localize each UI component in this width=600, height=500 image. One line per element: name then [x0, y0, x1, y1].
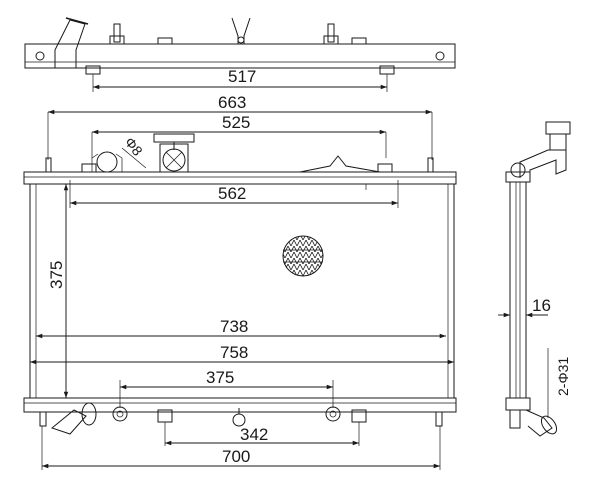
dimension-label: 562	[218, 184, 246, 203]
dimension-562: 562	[69, 180, 399, 208]
cap-diameter-callout: Φ8	[122, 134, 147, 169]
dimension-342: 342	[164, 422, 360, 446]
core-mesh-symbol	[282, 235, 324, 277]
dimension-label: Φ8	[122, 134, 146, 159]
dimension-375-bottom: 375	[119, 368, 334, 408]
dimension-758: 758	[29, 343, 454, 365]
dimension-738: 738	[36, 317, 446, 339]
dimension-label: 738	[220, 317, 248, 336]
dimension-label: 525	[222, 113, 250, 132]
outlet-pipe	[50, 402, 97, 435]
filler-cap	[153, 133, 195, 173]
dimension-label: 342	[240, 425, 268, 444]
dimension-label: 375	[47, 261, 66, 289]
dimension-2-phi31: 2-Φ31	[547, 348, 571, 418]
dimension-663: 663	[47, 93, 433, 160]
dimension-label: 2-Φ31	[555, 357, 571, 396]
dimension-525: 525	[91, 113, 387, 158]
dimension-label: 758	[220, 343, 248, 362]
dimension-700: 700	[41, 426, 441, 470]
dimension-16: 16	[498, 296, 551, 318]
dimension-label: 700	[222, 447, 250, 466]
dimension-label: 375	[206, 368, 234, 387]
dimension-label: 16	[532, 296, 551, 315]
radiator-side-view	[505, 121, 571, 437]
dimension-517: 517	[92, 67, 388, 92]
top-bracket	[24, 17, 456, 75]
radiator-front-view	[23, 133, 457, 435]
dimension-label: 517	[228, 67, 256, 86]
dimension-label: 663	[218, 93, 246, 112]
dimension-375-vertical: 375	[47, 184, 69, 398]
